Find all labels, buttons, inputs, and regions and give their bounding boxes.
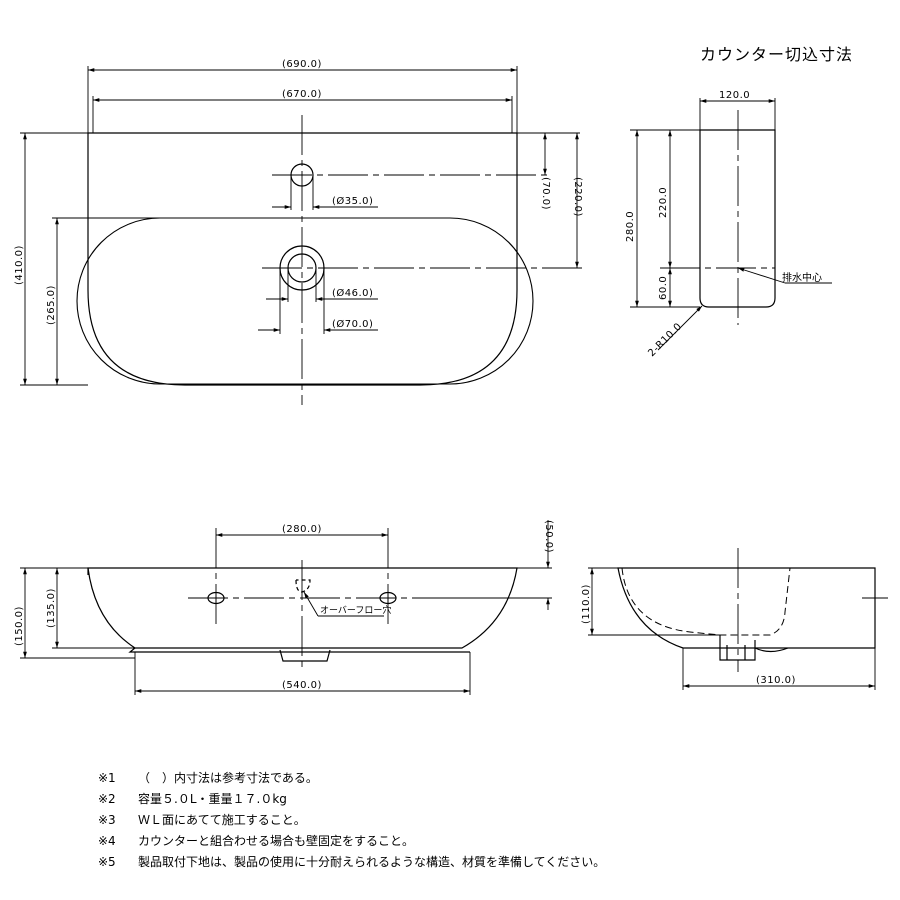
dim-text-280-front: (280.0) xyxy=(282,524,322,535)
side-drain xyxy=(719,635,789,661)
dim-text-110: (110.0) xyxy=(581,584,592,624)
note-text: カウンターと組合わせる場合も壁固定をすること。 xyxy=(138,834,415,848)
dim-text-120: 120.0 xyxy=(719,90,750,101)
notes-list: ※1 （ ）内寸法は参考寸法である。 ※2 容量５.０L・重量１７.０kg ※3 ＷＬ… xyxy=(98,768,605,873)
front-outline xyxy=(87,567,518,649)
dim-text-150: (150.0) xyxy=(14,606,25,646)
note-text: 製品取付下地は、製品の使用に十分耐えられるような構造、材質を準備してください。 xyxy=(138,855,606,869)
note-number: ※3 xyxy=(98,813,116,827)
note-5: ※5 製品取付下地は、製品の使用に十分耐えられるような構造、材質を準備してください… xyxy=(98,852,605,873)
side-inner-bowl xyxy=(621,567,791,636)
note-number: ※2 xyxy=(98,792,116,806)
dim-text-220b: 220.0 xyxy=(658,187,669,218)
front-base-line xyxy=(128,647,470,653)
note-4: ※4 カウンターと組合わせる場合も壁固定をすること。 xyxy=(98,831,605,852)
dim-text-d70: (Ø70.0) xyxy=(332,318,373,330)
note-3: ※3 ＷＬ面にあてて施工すること。 xyxy=(98,810,605,831)
overflow-leader xyxy=(303,591,319,617)
basin-outline xyxy=(87,132,518,386)
dim-text-410: (410.0) xyxy=(14,245,25,285)
front-view xyxy=(20,520,552,695)
cutout-view xyxy=(630,98,832,351)
dim-text-310: (310.0) xyxy=(756,675,796,686)
dim-text-690: (690.0) xyxy=(282,59,322,70)
dim-text-d35: (Ø35.0) xyxy=(332,195,373,207)
dim-text-670: (670.0) xyxy=(282,89,322,100)
dim-text-220: (220.0) xyxy=(572,177,583,217)
cutout-title: カウンター切込寸法 xyxy=(700,45,853,64)
note-text: ＷＬ面にあてて施工すること。 xyxy=(138,813,306,827)
dim-text-70: (70.0) xyxy=(540,177,551,210)
dim-text-radius: 2-R10.0 xyxy=(646,321,684,359)
note-text: 容量５.０L・重量１７.０kg xyxy=(138,792,287,806)
note-number: ※4 xyxy=(98,834,116,848)
drain-leader xyxy=(737,267,786,284)
note-2: ※2 容量５.０L・重量１７.０kg xyxy=(98,789,605,810)
note-number: ※1 xyxy=(98,771,116,785)
overflow-label: オーバーフロー穴 xyxy=(320,604,391,616)
side-outline xyxy=(617,567,876,649)
side-view xyxy=(588,548,888,690)
radius-leader xyxy=(657,305,703,351)
dim-text-50: (50.0) xyxy=(543,520,554,553)
dim-text-265: (265.0) xyxy=(46,285,57,325)
front-drain-stub xyxy=(279,649,331,662)
cutout-outline xyxy=(699,129,776,308)
dim-text-540: (540.0) xyxy=(282,680,322,691)
note-1: ※1 （ ）内寸法は参考寸法である。 xyxy=(98,768,605,789)
dim-text-280: 280.0 xyxy=(625,211,636,242)
overflow-hole xyxy=(295,579,311,593)
dim-text-60: 60.0 xyxy=(658,276,669,300)
dim-text-135: (135.0) xyxy=(46,588,57,628)
drain-center-label: 排水中心 xyxy=(782,271,822,284)
note-number: ※5 xyxy=(98,855,116,869)
note-text: （ ）内寸法は参考寸法である。 xyxy=(138,771,318,785)
dim-text-d46: (Ø46.0) xyxy=(332,287,373,299)
top-view xyxy=(20,66,582,405)
bowl-outline xyxy=(76,217,534,385)
